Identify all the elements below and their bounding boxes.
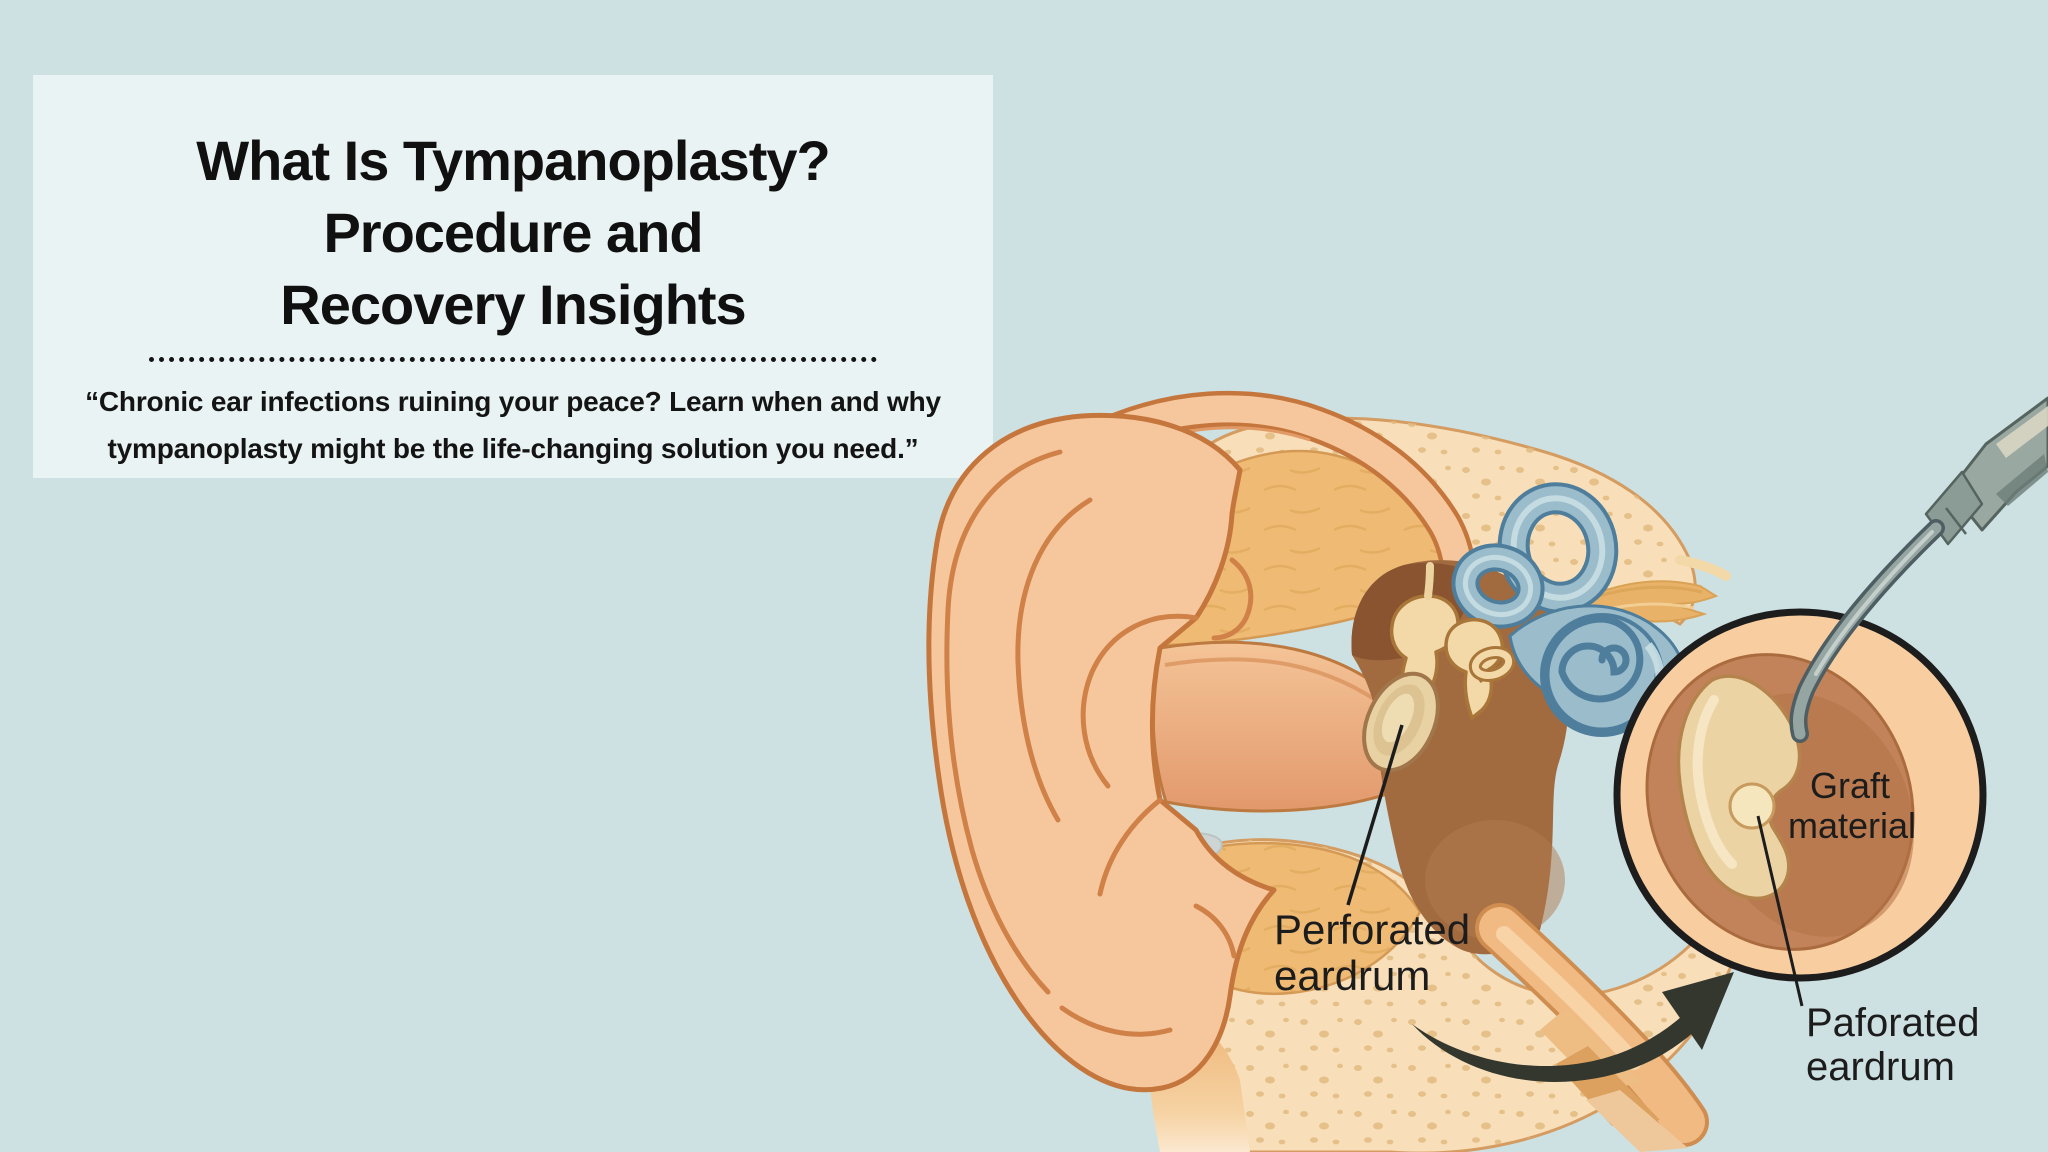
surgical-instrument-icon <box>1789 396 2048 743</box>
ear-canal <box>1151 640 1406 813</box>
perforated-label-line-2: eardrum <box>1274 952 1430 999</box>
inset-circle: Graft material <box>1613 608 1987 1007</box>
graft-patch <box>1728 782 1776 830</box>
title-line-1: What Is Tympanoplasty? <box>196 129 830 192</box>
title-line-3: Recovery Insights <box>280 273 746 336</box>
subtitle-quote: “Chronic ear infections ruining your pea… <box>33 378 993 472</box>
curved-arrow-icon <box>1412 972 1734 1082</box>
dotted-divider <box>149 357 877 362</box>
title-card: What Is Tympanoplasty? Procedure and Rec… <box>33 75 993 478</box>
quote-line-2: tympanoplasty might be the life-changing… <box>107 433 919 464</box>
perforated-label-line-1: Perforated <box>1274 906 1470 953</box>
title-line-2: Procedure and <box>323 201 703 264</box>
page-title: What Is Tympanoplasty? Procedure and Rec… <box>33 125 993 341</box>
eardrum-shape <box>1362 671 1440 773</box>
pinna-ridges <box>944 449 1254 1037</box>
eustachian-tube <box>1475 903 1709 1147</box>
quote-line-1: “Chronic ear infections ruining your pea… <box>85 386 941 417</box>
graft-label-line-1: Graft <box>1810 765 1890 806</box>
graft-label-line-2: material <box>1788 805 1916 846</box>
paforated-label-line-2: eardrum <box>1806 1045 1955 1089</box>
pinna-shape <box>926 412 1277 1093</box>
graft-leader-line <box>1756 815 1804 1007</box>
cochlea-shape <box>1451 482 1687 737</box>
perforated-leader-line <box>1346 724 1404 906</box>
paforated-label-line-1: Paforated <box>1806 1001 1979 1045</box>
